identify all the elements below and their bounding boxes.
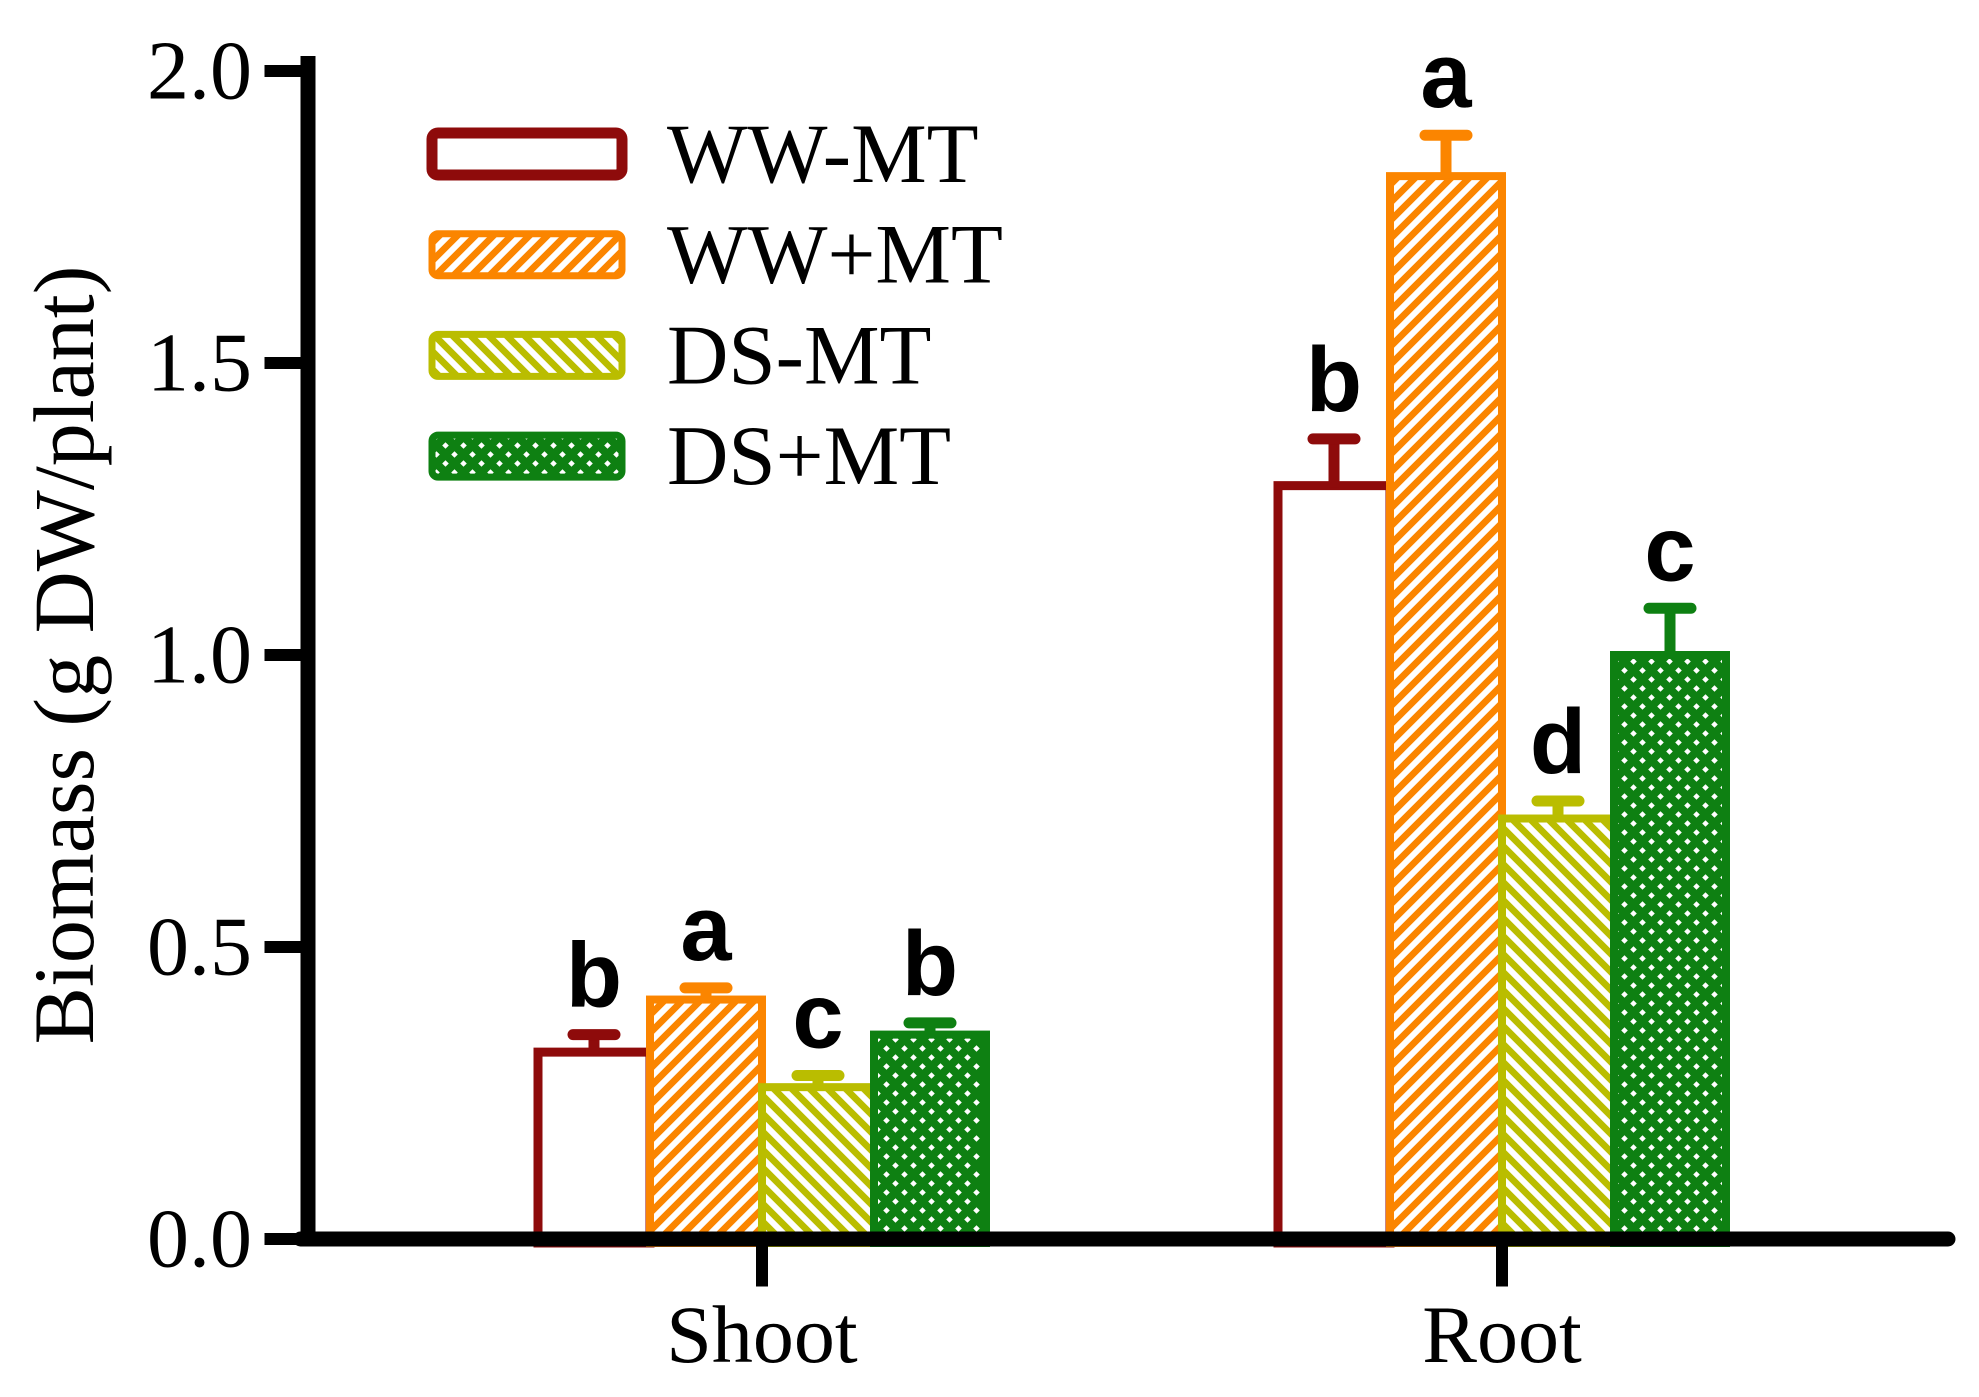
sig-letter-DS+MT-Root: c	[1644, 498, 1695, 600]
legend-swatch-WW-MT	[426, 127, 628, 181]
y-tick-label-2.0: 2.0	[147, 25, 252, 118]
sig-letter-DS-MT-Root: d	[1530, 691, 1586, 793]
bar-DS+MT-Root	[1610, 651, 1730, 1247]
legend-item-DS+MT: DS+MT	[428, 409, 951, 503]
bar-WW+MT-Root	[1386, 172, 1506, 1247]
bar-WW+MT-Shoot	[646, 995, 766, 1247]
sig-letter-WW-MT-Shoot: b	[566, 925, 622, 1027]
x-category-label-Shoot: Shoot	[666, 1289, 858, 1380]
y-tick-label-1.5: 1.5	[147, 317, 252, 410]
y-tick-label-0.0: 0.0	[147, 1193, 252, 1286]
legend-label-WW+MT: WW+MT	[667, 208, 1003, 302]
legend-item-WW+MT: WW+MT	[428, 208, 1003, 302]
sig-letter-WW+MT-Shoot: a	[680, 878, 732, 980]
bar-WW-MT-Shoot	[533, 1047, 655, 1248]
legend-label-WW-MT: WW-MT	[667, 107, 979, 201]
legend-swatch-WW+MT	[428, 230, 626, 280]
legend-item-WW-MT: WW-MT	[426, 107, 979, 201]
bar-DS+MT-Shoot	[870, 1030, 990, 1247]
bar-WW-MT-Root	[1273, 481, 1395, 1248]
y-tick-label-1.0: 1.0	[147, 609, 252, 702]
legend-label-DS-MT: DS-MT	[667, 308, 931, 402]
bar-DS-MT-Shoot	[758, 1083, 878, 1248]
y-tick-label-0.5: 0.5	[147, 901, 252, 994]
y-axis-title: Biomass (g DW/plant)	[16, 266, 112, 1045]
sig-letter-WW-MT-Root: b	[1306, 329, 1362, 431]
bar-DS-MT-Root	[1498, 814, 1618, 1248]
legend-swatch-DS+MT	[428, 431, 626, 481]
legend-swatch-DS-MT	[428, 330, 626, 380]
legend-item-DS-MT: DS-MT	[428, 308, 931, 402]
sig-letter-DS-MT-Shoot: c	[792, 965, 843, 1067]
sig-letter-DS+MT-Shoot: b	[902, 913, 958, 1015]
legend-label-DS+MT: DS+MT	[667, 409, 951, 503]
sig-letter-WW+MT-Root: a	[1420, 25, 1472, 127]
x-category-label-Root: Root	[1422, 1289, 1582, 1380]
